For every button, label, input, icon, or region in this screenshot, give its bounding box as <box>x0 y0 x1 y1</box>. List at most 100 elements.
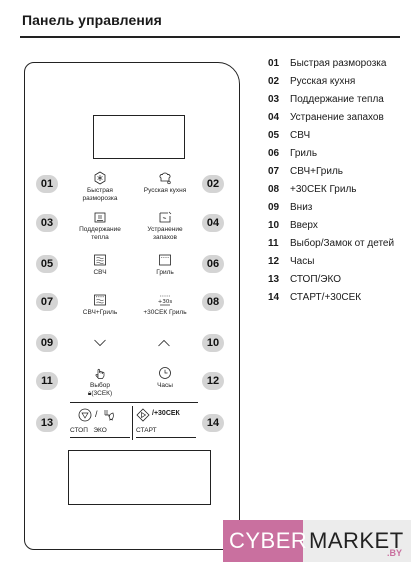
badge-08: 08 <box>202 293 224 311</box>
keep-warm-icon <box>93 210 107 224</box>
legend-item-06: 06 Гриль <box>268 148 317 160</box>
deodorize-label-1: Устранение <box>147 226 183 233</box>
badge-04: 04 <box>202 214 224 232</box>
child-lock-duration-label: (3СЕК) <box>91 389 113 397</box>
legend-text: Часы <box>290 256 315 267</box>
microwave-grill-button[interactable]: СВЧ+Гриль <box>70 293 130 317</box>
control-panel <box>24 62 240 550</box>
deodorize-button[interactable]: Устранение запахов <box>134 210 196 241</box>
grill-button[interactable]: Гриль <box>134 253 196 277</box>
deodorize-label-2: запахов <box>153 233 177 241</box>
quick-defrost-label-1: Быстрая <box>87 187 113 194</box>
stop-icon <box>78 408 92 422</box>
badge-13: 13 <box>36 414 58 432</box>
microwave-grill-label: СВЧ+Гриль <box>82 309 118 316</box>
snowflake-defrost-icon <box>93 171 107 185</box>
badge-07: 07 <box>36 293 58 311</box>
legend-num: 06 <box>268 148 280 159</box>
clock-button[interactable]: Часы <box>134 366 196 390</box>
cybermarket-logo: CYBER MARKET .BY <box>223 520 411 562</box>
badge-14: 14 <box>202 414 224 432</box>
clock-label: Часы <box>157 382 173 389</box>
stop-start-divider <box>132 406 133 440</box>
select-child-lock-button[interactable]: Выбор 🔒︎(3СЕК) <box>70 366 130 397</box>
legend-num: 11 <box>268 238 279 249</box>
select-label: Выбор <box>90 382 110 389</box>
badge-09: 09 <box>36 334 58 352</box>
legend-text: СТОП/ЭКО <box>290 274 341 285</box>
display-bottom <box>68 450 211 505</box>
badge-02: 02 <box>202 175 224 193</box>
badge-01: 01 <box>36 175 58 193</box>
legend-item-14: 14 СТАРТ/+30СЕК <box>268 292 361 304</box>
legend-num: 14 <box>268 292 280 303</box>
legend-item-02: 02 Русская кухня <box>268 76 355 88</box>
badge-06: 06 <box>202 255 224 273</box>
keep-warm-label-2: тепла <box>91 233 109 241</box>
badge-05: 05 <box>36 255 58 273</box>
deodorize-icon <box>158 210 172 224</box>
legend-text: СВЧ+Гриль <box>290 166 343 177</box>
keep-warm-label-1: Поддержание <box>79 226 121 233</box>
legend-num: 09 <box>268 202 280 213</box>
quick-defrost-button[interactable]: Быстрая разморозка <box>70 171 130 202</box>
down-button[interactable] <box>90 336 110 352</box>
legend-item-13: 13 СТОП/ЭКО <box>268 274 341 286</box>
keep-warm-button[interactable]: Поддержание тепла <box>70 210 130 241</box>
legend-num: 05 <box>268 130 280 141</box>
page-title: Панель управления <box>22 12 162 28</box>
legend-text: Устранение запахов <box>290 112 384 123</box>
title-underline <box>20 36 400 38</box>
microwave-button[interactable]: СВЧ <box>70 253 130 277</box>
legend-text: Поддержание тепла <box>290 94 384 105</box>
eco-label: ЭКО <box>93 427 107 434</box>
logo-accent-box <box>223 520 303 562</box>
chef-hat-icon <box>158 171 172 185</box>
badge-12: 12 <box>202 372 224 390</box>
display-top <box>93 115 185 159</box>
microwave-waves-icon <box>93 253 107 267</box>
legend-text: Выбор/Замок от детей <box>290 238 395 249</box>
plus30-grill-icon: +30s <box>158 293 172 307</box>
legend-item-09: 09 Вниз <box>268 202 312 214</box>
logo-text-by: .BY <box>387 548 403 558</box>
legend-text: Вверх <box>290 220 318 231</box>
start-plus30-text: /+30СЕК <box>152 410 180 417</box>
legend-text: Быстрая разморозка <box>290 58 387 69</box>
stop-eco-button[interactable]: / СТОП ЭКО <box>70 408 130 442</box>
legend-text: Гриль <box>290 148 318 159</box>
combi-icon <box>93 293 107 307</box>
legend-item-11: 11 Выбор/Замок от детей <box>268 238 394 250</box>
badge-10: 10 <box>202 334 224 352</box>
stop-eco-labels: СТОП ЭКО <box>70 427 130 435</box>
russian-cuisine-button[interactable]: Русская кухня <box>134 171 196 195</box>
legend-num: 13 <box>268 274 280 285</box>
up-button[interactable] <box>154 336 174 352</box>
legend-num: 10 <box>268 220 280 231</box>
legend-text: Русская кухня <box>290 76 356 87</box>
badge-03: 03 <box>36 214 58 232</box>
legend-text: СТАРТ/+30СЕК <box>290 292 362 303</box>
legend-num: 04 <box>268 112 280 123</box>
stop-eco-underline <box>70 437 130 438</box>
legend-text: Вниз <box>290 202 313 213</box>
logo-light-box <box>303 520 411 562</box>
separator-line <box>70 402 198 403</box>
svg-text:+30s: +30s <box>158 299 172 305</box>
russian-cuisine-label: Русская кухня <box>143 187 187 194</box>
clock-icon <box>158 366 172 380</box>
start-label: СТАРТ <box>136 427 157 434</box>
legend-num: 12 <box>268 256 280 267</box>
grill-icon <box>158 253 172 267</box>
legend-item-12: 12 Часы <box>268 256 314 268</box>
badge-11: 11 <box>36 372 58 390</box>
legend-num: 02 <box>268 76 280 87</box>
legend-item-10: 10 Вверх <box>268 220 318 232</box>
logo-text-cyber: CYBER <box>229 528 308 553</box>
plus30-grill-button[interactable]: +30s +30СЕК Гриль <box>134 293 196 317</box>
stop-eco-separator: / <box>95 409 98 419</box>
start-plus30-button[interactable]: /+30СЕК СТАРТ <box>136 408 196 442</box>
